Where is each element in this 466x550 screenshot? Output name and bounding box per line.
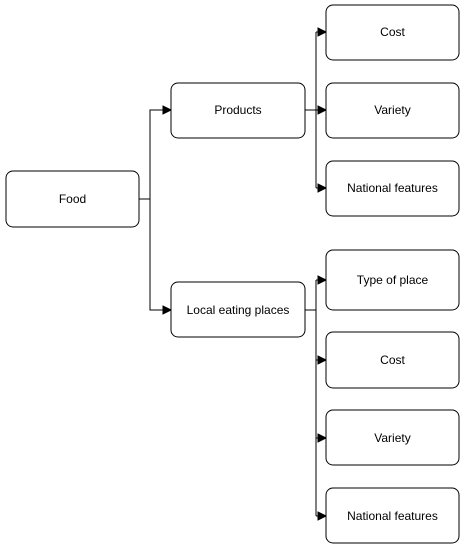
edge-local-trunk bbox=[305, 280, 317, 516]
node-local-cost-label: Cost bbox=[380, 353, 405, 367]
node-local-eating-places[interactable]: Local eating places bbox=[170, 281, 306, 338]
arrowhead-products-cost bbox=[317, 27, 328, 37]
node-products-variety[interactable]: Variety bbox=[325, 82, 460, 139]
node-local-variety-label: Variety bbox=[374, 431, 410, 445]
diagram-edges bbox=[139, 27, 328, 521]
arrowhead-products bbox=[162, 105, 173, 115]
arrowhead-local-type-of-place bbox=[317, 275, 328, 285]
arrowhead-local-cost bbox=[317, 355, 328, 365]
node-local-eating-places-label: Local eating places bbox=[187, 303, 290, 317]
node-local-cost[interactable]: Cost bbox=[325, 331, 460, 389]
node-local-type-of-place[interactable]: Type of place bbox=[325, 249, 460, 311]
node-local-national-features-label: National features bbox=[347, 509, 438, 523]
node-products-cost-label: Cost bbox=[380, 25, 405, 39]
node-food-label: Food bbox=[59, 192, 86, 206]
edge-food-to-local-eating-places bbox=[149, 199, 164, 311]
arrowhead-local-national-features bbox=[317, 511, 328, 521]
node-products[interactable]: Products bbox=[170, 82, 306, 139]
node-products-variety-label: Variety bbox=[374, 103, 410, 117]
node-food[interactable]: Food bbox=[5, 170, 140, 228]
arrowhead-local-eating-places bbox=[162, 305, 173, 315]
node-local-national-features[interactable]: National features bbox=[325, 487, 460, 544]
node-products-national-features[interactable]: National features bbox=[325, 160, 460, 217]
node-products-national-features-label: National features bbox=[347, 181, 438, 195]
node-local-variety[interactable]: Variety bbox=[325, 409, 460, 466]
edge-food-to-products bbox=[139, 109, 164, 200]
node-products-label: Products bbox=[214, 103, 261, 117]
arrowhead-products-national-features bbox=[317, 183, 328, 193]
arrowhead-local-variety bbox=[317, 433, 328, 443]
node-local-type-of-place-label: Type of place bbox=[357, 273, 429, 287]
arrowhead-products-variety bbox=[317, 105, 328, 115]
edge-products-trunk bbox=[305, 32, 317, 188]
node-products-cost[interactable]: Cost bbox=[325, 4, 460, 61]
